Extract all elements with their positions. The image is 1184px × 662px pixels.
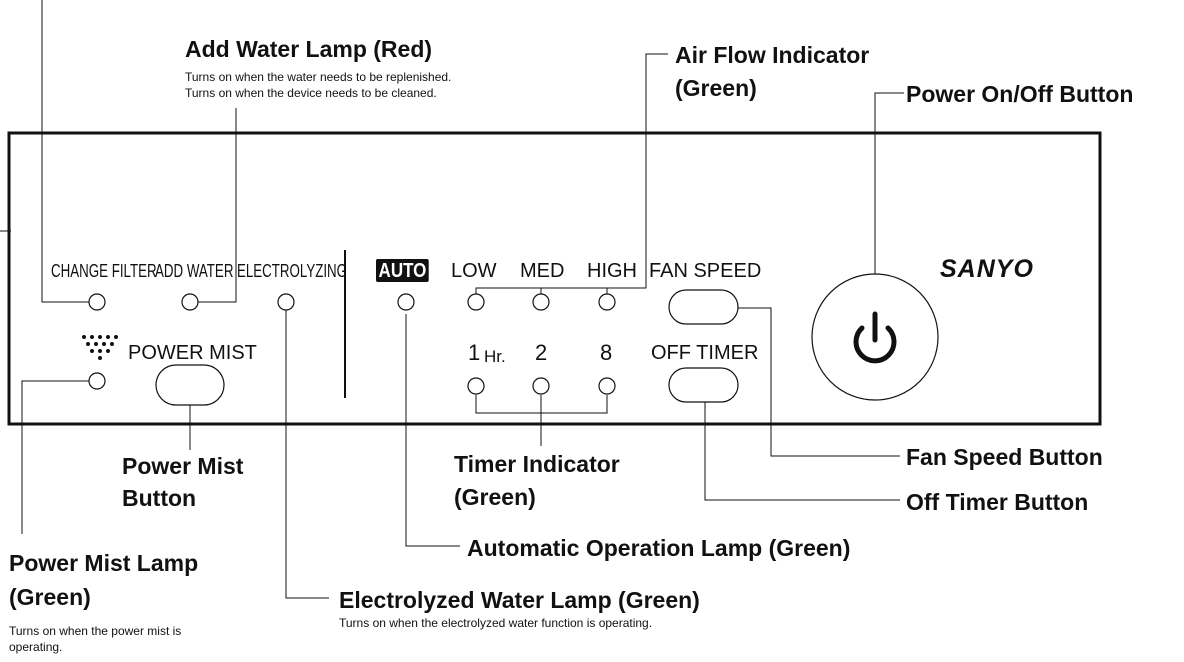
fan-speed-label: FAN SPEED: [649, 260, 762, 282]
add-water-note-1: Turns on when the water needs to be repl…: [185, 70, 452, 84]
add-water-lamp-label: Add Water Lamp (Red): [185, 36, 433, 62]
leader-electrolyzed: [285, 310, 329, 599]
auto-lamp: [397, 293, 415, 311]
leader-lines: [0, 0, 904, 599]
spray-icon: [82, 335, 118, 360]
timer-2-label: 2: [535, 340, 548, 365]
timer-indicator-label-2: (Green): [454, 484, 536, 510]
timer-8-label: 8: [600, 340, 613, 365]
high-label: HIGH: [587, 260, 637, 282]
high-lamp: [598, 293, 616, 311]
control-panel-frame: [7, 131, 1102, 426]
off-timer-button: [668, 367, 739, 403]
leader-add-water: [194, 108, 237, 303]
power-mist-note-1: Turns on when the power mist is: [9, 624, 182, 638]
med-lamp: [532, 293, 550, 311]
timer-indicator-label: Timer Indicator: [454, 451, 620, 477]
timer-2hr-lamp: [532, 377, 550, 395]
power-mist-lamp-label: Power Mist Lamp: [9, 550, 199, 576]
off-timer-label: OFF TIMER: [651, 342, 759, 364]
off-timer-button-label: Off Timer Button: [906, 489, 1089, 515]
fan-speed-button: [668, 289, 739, 325]
leader-off-timer: [704, 400, 900, 501]
electrolyzed-lamp-label: Electrolyzed Water Lamp (Green): [339, 587, 700, 613]
power-mist-lamp: [88, 372, 106, 390]
power-mist-button-label-2: Button: [122, 485, 197, 511]
electrolyzing-lamp: [277, 293, 295, 311]
power-button-label: Power On/Off Button: [906, 81, 1134, 107]
power-icon: [853, 311, 897, 364]
auto-badge: AUTO: [376, 259, 429, 282]
electrolyzed-note: Turns on when the electrolyzed water fun…: [339, 616, 653, 630]
electrolyzing-label: ELECTROLYZING: [237, 261, 348, 281]
power-mist-note-2: operating.: [9, 640, 63, 654]
timer-hr-label: Hr.: [484, 347, 506, 366]
low-label: LOW: [451, 260, 497, 282]
timer-1hr-lamp: [467, 377, 485, 395]
timer-1-label: 1: [468, 340, 481, 365]
low-lamp: [467, 293, 485, 311]
leader-air-flow: [475, 53, 668, 294]
change-filter-label: CHANGE FILTER: [51, 261, 157, 281]
power-mist-lamp-label-2: (Green): [9, 584, 91, 610]
fan-speed-button-label: Fan Speed Button: [906, 444, 1103, 470]
sanyo-logo: SANYO: [940, 255, 1034, 283]
leader-power-mist-lamp: [21, 380, 89, 534]
power-mist-button-label: Power Mist: [122, 453, 244, 479]
power-mist-button: [155, 364, 225, 406]
auto-lamp-label: Automatic Operation Lamp (Green): [467, 535, 851, 561]
add-water-label: ADD WATER: [155, 261, 234, 281]
timer-8hr-lamp: [598, 377, 616, 395]
leader-change-filter: [41, 0, 93, 303]
add-water-lamp: [181, 293, 199, 311]
add-water-note-2: Turns on when the device needs to be cle…: [185, 86, 437, 100]
leader-auto-lamp: [405, 314, 460, 547]
med-label: MED: [520, 260, 565, 282]
leader-fan-speed: [738, 307, 900, 457]
change-filter-lamp: [88, 293, 106, 311]
air-flow-indicator-label: Air Flow Indicator: [675, 42, 870, 68]
leader-power-button: [874, 92, 904, 293]
air-flow-indicator-label-2: (Green): [675, 75, 757, 101]
power-mist-label: POWER MIST: [128, 342, 257, 364]
